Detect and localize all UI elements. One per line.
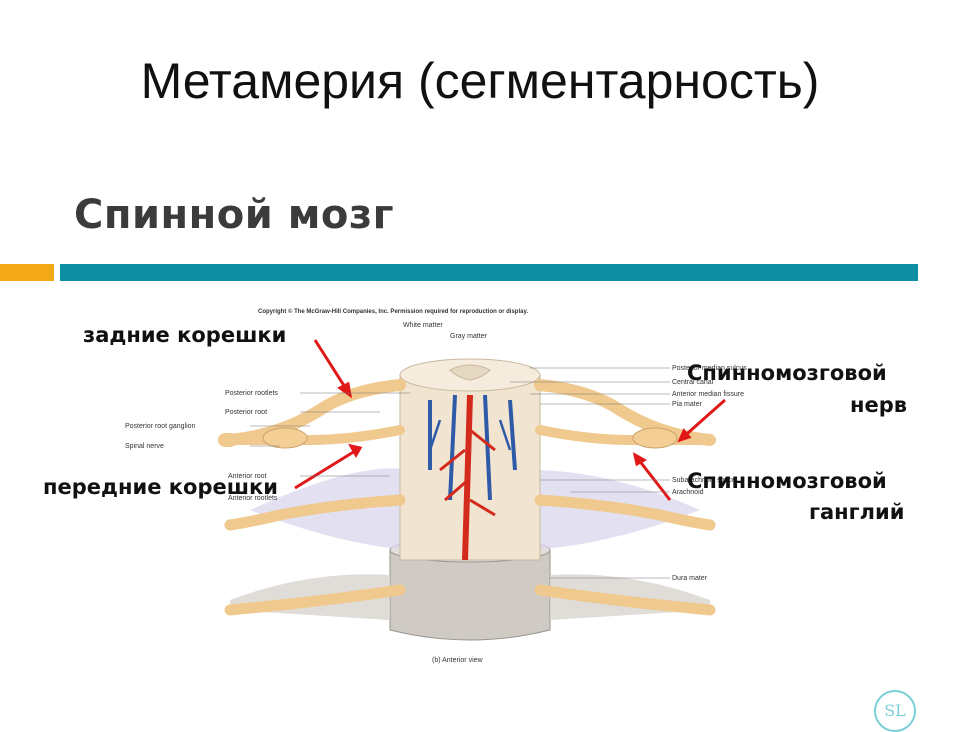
label-ganglion-line2: ганглий (809, 500, 905, 524)
label-pia-mater: Pia mater (672, 401, 703, 408)
label-ganglion-line1: Спинномозговой (687, 469, 887, 493)
label-posterior-roots: задние корешки (83, 323, 287, 347)
label-posterior-rootlets: Posterior rootlets (225, 390, 278, 397)
label-spinal-nerve-line1: Спинномозговой (687, 361, 887, 385)
ganglia (262, 427, 678, 449)
label-dura-mater: Dura mater (672, 575, 708, 582)
label-anterior-median-fissure: Anterior median fissure (672, 391, 744, 398)
label-spinal-nerve-small: Spinal nerve (125, 443, 164, 450)
label-arachnoid: Arachnoid (672, 489, 704, 496)
accent-bar-teal (60, 264, 918, 281)
label-anterior-root: Anterior root (228, 473, 267, 480)
leader-lines (250, 367, 670, 579)
logo-icon: SL (874, 690, 916, 732)
label-gray-matter: Gray matter (450, 333, 488, 340)
slide-title: Метамерия (сегментарность) (140, 53, 820, 109)
spinal-cord-figure: White matter Gray matter Posterior rootl… (125, 322, 747, 664)
spinal-nerves (218, 379, 716, 616)
label-posterior-root: Posterior root (225, 409, 267, 416)
accent-bar-orange (0, 264, 54, 281)
label-central-canal: Central canal (672, 379, 714, 386)
label-white-matter: White matter (403, 322, 443, 329)
figure-copyright: Copyright © The McGraw-Hill Companies, I… (258, 309, 529, 315)
label-posterior-root-ganglion: Posterior root ganglion (125, 423, 196, 430)
label-anterior-rootlets: Anterior rootlets (228, 495, 278, 502)
slide-subtitle: Спинной мозг (74, 192, 395, 238)
label-subarachnoid-space: Subarachnoid space (672, 477, 736, 484)
label-spinal-nerve-line2: нерв (850, 393, 908, 417)
spinal-cord (399, 358, 541, 561)
label-anterior-roots: передние корешки (43, 475, 278, 499)
annotation-arrows (294, 339, 726, 501)
figure-caption: (b) Anterior view (432, 657, 484, 664)
label-posterior-median-sulcus: Posterior median sulcus (672, 365, 747, 372)
